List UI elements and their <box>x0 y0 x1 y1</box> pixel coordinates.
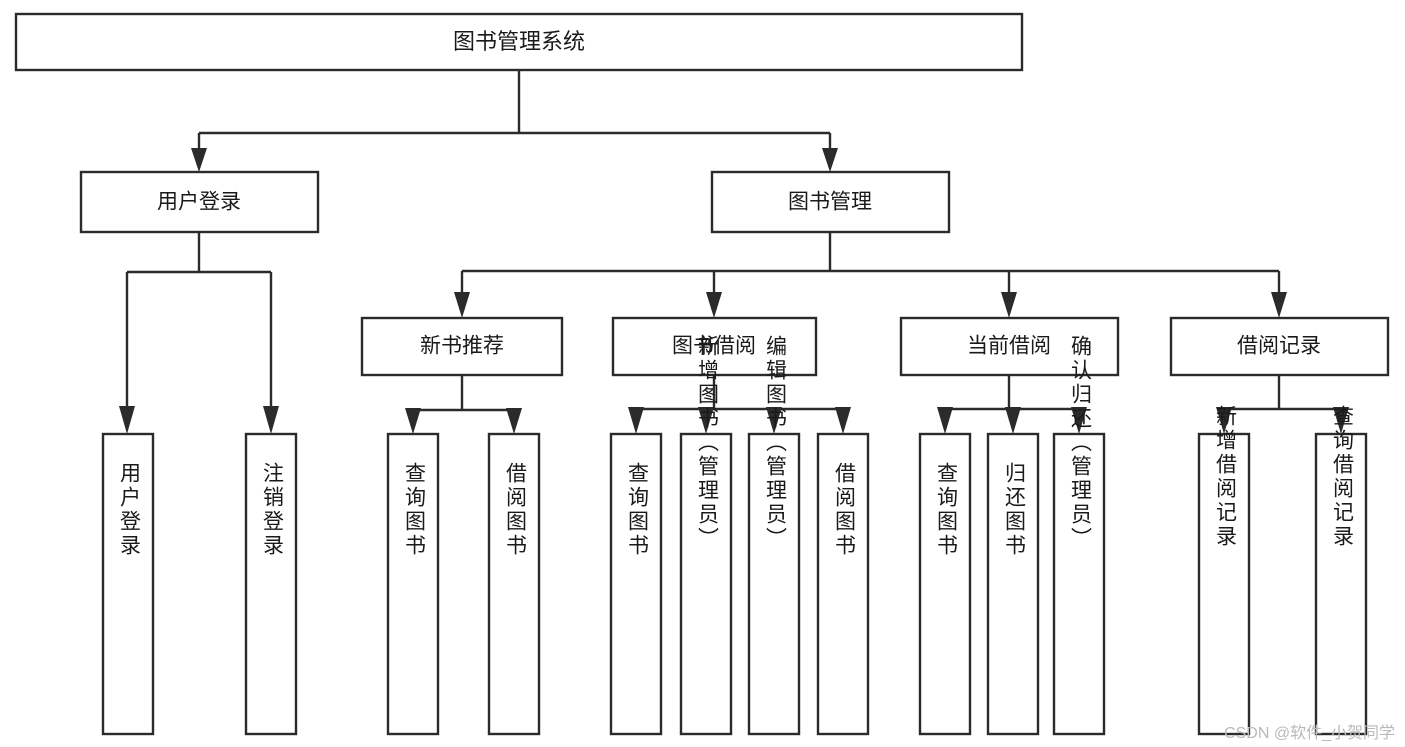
node-user-login[interactable]: 用户登录 <box>79 170 320 234</box>
user-login-box[interactable] <box>79 170 320 234</box>
arrow-user-login <box>191 148 207 172</box>
leaf-bb-query-book-label: 查询图书 <box>625 462 649 558</box>
leaf-node[interactable]: 编辑图书（管理员） <box>747 335 801 736</box>
leaf-bb-edit-book-label: 编辑图书（管理员） <box>763 335 787 551</box>
edges-layer <box>119 70 1349 434</box>
leaf-node[interactable]: 查询图书 <box>386 432 440 736</box>
arrow-new-book-recommend <box>454 292 470 318</box>
leaf-user-login-box[interactable] <box>101 432 155 736</box>
leaf-node[interactable]: 用户登录 <box>101 432 155 736</box>
arrow-nbr-borrow-book <box>506 408 522 434</box>
arrow-book-mgmt <box>822 148 838 172</box>
leaf-logout-label: 注销登录 <box>260 462 284 558</box>
leaf-cb-query-book-label: 查询图书 <box>934 462 958 558</box>
leaf-cb-return-book-label: 归还图书 <box>1002 462 1026 558</box>
arrow-bb-add-book <box>698 407 714 434</box>
leaf-logout-box[interactable] <box>244 432 298 736</box>
book-borrow-box[interactable] <box>611 316 818 377</box>
leaf-node[interactable]: 新增图书（管理员） <box>679 335 733 736</box>
leaf-node[interactable]: 查询图书 <box>609 432 663 736</box>
root-label: 图书管理系统 <box>453 29 585 54</box>
leaf-bb-borrow-book-label: 借阅图书 <box>832 462 856 558</box>
arrow-current-borrow <box>1001 292 1017 318</box>
current-borrow-box[interactable] <box>899 316 1120 377</box>
current-borrow-label: 当前借阅 <box>967 335 1051 358</box>
arrow-bb-query-book <box>628 407 644 434</box>
leaf-bb-edit-book-box[interactable] <box>747 432 801 736</box>
arrow-nbr-query-book <box>405 408 421 434</box>
leaf-node[interactable]: 借阅图书 <box>487 432 541 736</box>
leaf-node[interactable]: 借阅图书 <box>816 432 870 736</box>
leaf-node[interactable]: 注销登录 <box>244 432 298 736</box>
node-borrow-record[interactable]: 借阅记录 <box>1169 316 1390 377</box>
leaf-nbr-query-book-label: 查询图书 <box>402 462 426 558</box>
leaf-br-add-record-label: 新增借阅记录 <box>1213 405 1237 549</box>
leaf-node[interactable]: 确认归还（管理员） <box>1052 335 1106 736</box>
book-management-label: 图书管理 <box>788 191 872 214</box>
leaf-node[interactable]: 新增借阅记录 <box>1197 405 1251 736</box>
leaf-bb-add-book-box[interactable] <box>679 432 733 736</box>
arrow-book-borrow <box>706 292 722 318</box>
leaf-cb-confirm-return-box[interactable] <box>1052 432 1106 736</box>
leaf-br-add-record-box[interactable] <box>1197 432 1251 736</box>
arrow-borrow-record <box>1271 292 1287 318</box>
borrow-record-label: 借阅记录 <box>1237 335 1321 358</box>
arrow-br-query-record <box>1333 407 1349 434</box>
leaf-nbr-query-book-box[interactable] <box>386 432 440 736</box>
leaf-user-login-label: 用户登录 <box>117 462 141 558</box>
leaf-bb-borrow-book-box[interactable] <box>816 432 870 736</box>
arrow-br-add-record <box>1216 407 1232 434</box>
book-management-box[interactable] <box>710 170 951 234</box>
leaf-cb-confirm-return-label: 确认归还（管理员） <box>1068 335 1092 551</box>
root-box[interactable] <box>14 12 1024 72</box>
leaf-node[interactable]: 查询借阅记录 <box>1314 405 1368 736</box>
arrow-cb-return-book <box>1005 407 1021 434</box>
node-root[interactable]: 图书管理系统 <box>14 12 1024 72</box>
node-book-management[interactable]: 图书管理 <box>710 170 951 234</box>
new-book-recommend-box[interactable] <box>360 316 564 377</box>
node-book-borrow[interactable]: 图书借阅 <box>611 316 818 377</box>
leaf-br-query-record-box[interactable] <box>1314 432 1368 736</box>
user-login-label: 用户登录 <box>157 191 241 214</box>
leaf-node[interactable]: 查询图书 <box>918 432 972 736</box>
csdn-watermark: CSDN @软件_小贺同学 <box>1224 725 1395 742</box>
node-current-borrow[interactable]: 当前借阅 <box>899 316 1120 377</box>
node-new-book-recommend[interactable]: 新书推荐 <box>360 316 564 377</box>
leaf-bb-add-book-label: 新增图书（管理员） <box>695 335 719 551</box>
arrow-bb-edit-book <box>766 407 782 434</box>
leaf-node[interactable]: 归还图书 <box>986 432 1040 736</box>
leaf-nbr-borrow-book-box[interactable] <box>487 432 541 736</box>
arrow-leaf-user-login <box>119 406 135 434</box>
leaf-br-query-record-label: 查询借阅记录 <box>1330 405 1354 549</box>
arrow-cb-confirm-return <box>1071 407 1087 434</box>
arrow-bb-borrow-book <box>835 407 851 434</box>
book-borrow-label: 图书借阅 <box>672 335 756 358</box>
new-book-recommend-label: 新书推荐 <box>420 335 504 358</box>
leaf-nbr-borrow-book-label: 借阅图书 <box>503 462 527 558</box>
leaf-bb-query-book-box[interactable] <box>609 432 663 736</box>
leaf-cb-return-book-box[interactable] <box>986 432 1040 736</box>
arrow-leaf-logout <box>263 406 279 434</box>
borrow-record-box[interactable] <box>1169 316 1390 377</box>
arrow-cb-query-book <box>937 407 953 434</box>
leaf-cb-query-book-box[interactable] <box>918 432 972 736</box>
